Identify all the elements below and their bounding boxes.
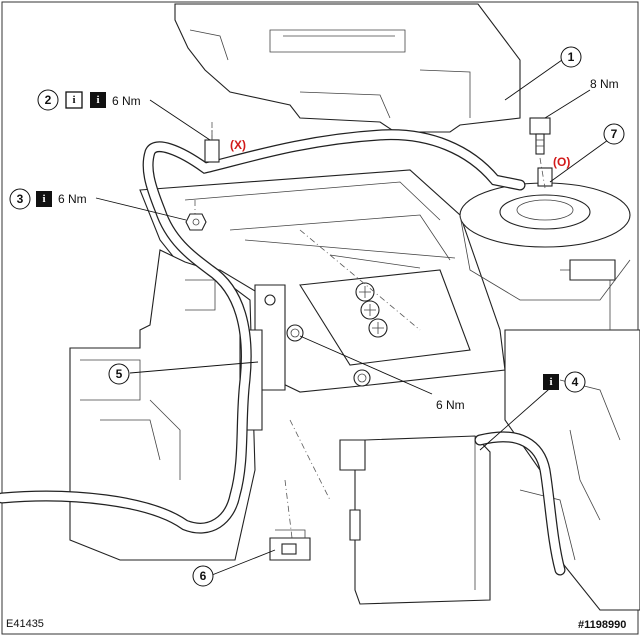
callout-7: 7 <box>603 123 625 145</box>
coolant-hose <box>0 129 566 576</box>
leader-lines <box>95 59 609 576</box>
info-icon <box>65 91 83 109</box>
info-icon-letter: i <box>72 94 75 106</box>
callout-4: i 4 <box>543 371 586 393</box>
note-icon <box>36 191 52 207</box>
marker-x: (X) <box>230 138 246 152</box>
callout-5-number: 5 <box>116 367 123 381</box>
callout-2-number: 2 <box>45 93 52 107</box>
callout-7-number: 7 <box>611 127 618 141</box>
torque-bolt-top: 8 Nm <box>590 77 619 91</box>
marker-o: (O) <box>553 155 570 169</box>
note-icon-letter: i <box>96 94 99 106</box>
module-part <box>339 435 491 605</box>
callout-6-number: 6 <box>200 569 207 583</box>
upper-cover-part <box>174 3 521 133</box>
callout-1-number: 1 <box>568 50 575 64</box>
callout-6: 6 <box>192 565 214 587</box>
note-icon <box>90 92 106 108</box>
strut-mount-part <box>459 182 631 301</box>
note-icon-letter: i <box>549 376 552 388</box>
note-icon <box>543 374 559 390</box>
callout-3: 3 i 6 Nm <box>9 188 87 210</box>
callout-3-number: 3 <box>17 192 24 206</box>
battery-tray <box>139 169 506 393</box>
callout-2-torque: 6 Nm <box>112 94 141 108</box>
assembly-lines <box>194 122 546 539</box>
nut-part <box>185 213 207 231</box>
figure-reference: E41435 <box>6 618 44 630</box>
sensor-part <box>269 529 311 561</box>
bolt-part <box>529 117 551 155</box>
callout-4-number: 4 <box>572 375 579 389</box>
torque-bracket: 6 Nm <box>436 398 465 412</box>
callout-1: 1 <box>560 46 582 68</box>
note-icon-letter: i <box>42 193 45 205</box>
image-id-label: #1198990 <box>578 619 626 631</box>
callout-2: 2 i i 6 Nm <box>37 89 141 111</box>
right-structure <box>504 259 640 611</box>
callout-5: 5 <box>108 363 130 385</box>
callout-3-torque: 6 Nm <box>58 192 87 206</box>
